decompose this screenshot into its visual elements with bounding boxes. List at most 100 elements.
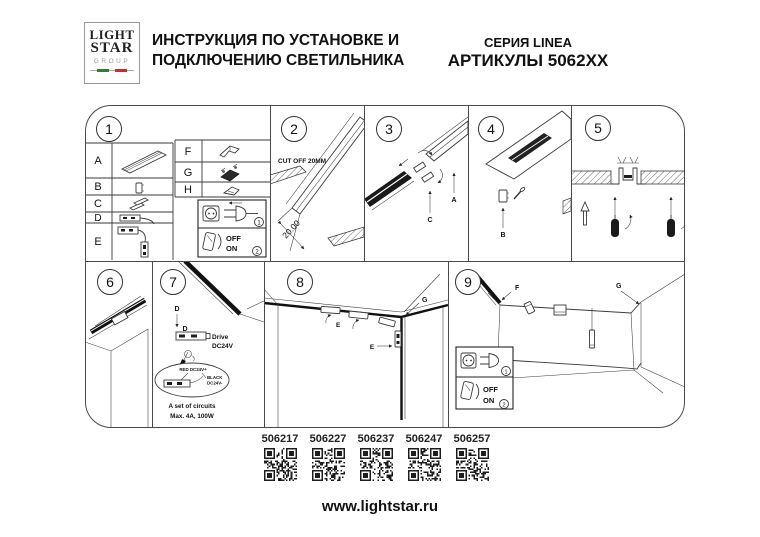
joint-connector-icon	[220, 163, 240, 182]
driver-label-line2: DC24V	[212, 343, 234, 350]
step-number-8: 8	[287, 269, 313, 295]
black-wire-label-line1: BLACK	[207, 375, 223, 380]
switch-icon	[460, 381, 480, 400]
circuits-note-line2: Max. 4A, 100W	[170, 413, 214, 420]
driver-label-line1: Drive	[212, 334, 229, 341]
callout-g2: G	[616, 283, 622, 290]
panel-divider	[448, 262, 449, 427]
switch-on-label: ON	[226, 244, 237, 253]
qr-code	[455, 448, 489, 481]
panel-divider	[86, 261, 684, 262]
plug-icon	[480, 352, 499, 369]
qr-code	[263, 448, 297, 481]
screwdriver-icon	[611, 196, 633, 237]
part-letter-b: B	[94, 181, 101, 193]
end-cap-part	[498, 189, 509, 203]
step-badge-2: 2	[502, 403, 505, 409]
black-wire-label-line2: DC24V-	[207, 381, 223, 386]
part-letter-f: F	[185, 146, 192, 158]
article-item: 506237	[355, 433, 397, 481]
step-badge-2: 2	[255, 250, 259, 256]
article-item: 506257	[451, 433, 493, 481]
article-code: 506227	[309, 433, 347, 445]
series-label: СЕРИЯ LINEA	[483, 35, 573, 50]
callout-e2: E	[370, 344, 375, 351]
panel-divider	[571, 106, 572, 261]
socket-icon	[460, 352, 477, 369]
panel-divider	[264, 262, 265, 427]
connector-pins-icon	[129, 197, 149, 211]
dimension-20mm: 20.00	[277, 207, 305, 252]
insert-arrow-icon	[580, 200, 590, 226]
panel-1-parts-table: A B C D E F G H	[85, 139, 270, 260]
callout-d2: D	[182, 326, 187, 333]
plug-icon	[224, 201, 258, 222]
step-number-5: 5	[585, 115, 611, 141]
diagram-frame	[85, 105, 685, 428]
clip-icon	[222, 186, 240, 196]
logo-text-star: STAR	[90, 40, 134, 56]
panel-5-mounting-diagram	[571, 156, 685, 237]
lightstar-logo: LIGHT STAR GROUP	[84, 22, 140, 84]
panel-divider	[270, 106, 271, 261]
qr-code	[311, 448, 345, 481]
part-letter-g: G	[184, 167, 193, 179]
article-item: 506227	[307, 433, 349, 481]
step-number-6: 6	[97, 269, 123, 295]
screwdriver-icon	[667, 196, 685, 237]
led-strip-piece	[320, 305, 341, 324]
title-line-2: ПОДКЛЮЧЕНИЮ СВЕТИЛЬНИКА	[152, 52, 405, 69]
article-code: 506217	[261, 433, 299, 445]
website-url: www.lightstar.ru	[321, 498, 439, 515]
part-letter-d: D	[94, 213, 101, 224]
pendant-lamp-icon	[589, 308, 595, 349]
step-number-2: 2	[281, 116, 307, 142]
callout-a: A	[451, 197, 456, 204]
panel-3-join-diagram: A C	[364, 116, 468, 224]
part-letter-a: A	[94, 155, 102, 167]
article-qr-list: 506217 506227 506237 506247 506257	[259, 433, 493, 481]
socket-icon	[202, 205, 220, 222]
panel-4-endcap-diagram: B	[485, 110, 571, 239]
callout-c: C	[427, 217, 432, 224]
qr-code	[359, 448, 393, 481]
panel-6-ceiling-profile	[85, 295, 149, 428]
panel-divider	[468, 106, 469, 261]
panel-2-cut-diagram: CUT OFF 20MM 20.00	[270, 112, 364, 252]
recessed-profile-section	[611, 156, 645, 185]
ceiling-box-icon	[553, 304, 567, 316]
panel-divider	[152, 262, 153, 427]
title-line-1: ИНСТРУКЦИЯ ПО УСТАНОВКЕ И	[152, 32, 400, 49]
articles-label: АРТИКУЛЫ 5062XX	[447, 51, 609, 70]
step-badge-1: 1	[257, 221, 261, 227]
callout-b: B	[500, 232, 505, 239]
red-wire-label: RED DC24V+	[179, 367, 207, 372]
part-letter-c: C	[94, 198, 102, 210]
dimension-value: 20.00	[280, 218, 302, 241]
led-strip-piece	[378, 316, 402, 348]
logo-text-group: GROUP	[93, 58, 131, 65]
wiring-magnifier: RED DC24V+ BLACK DC24V-	[154, 362, 230, 398]
cut-off-label: CUT OFF 20MM	[278, 158, 326, 165]
switch-on-label: ON	[483, 396, 494, 405]
article-code: 506237	[357, 433, 395, 445]
callout-f: F	[515, 285, 520, 292]
step-badge-1: 1	[504, 370, 507, 376]
part-letter-h: H	[184, 184, 192, 196]
panel-7-driver-diagram: D D Drive DC24V RED DC24V+ BLACK DC24V- …	[154, 261, 264, 420]
power-steps-box: 1 OFF ON 2	[455, 346, 514, 410]
callout-d: D	[174, 306, 179, 313]
corner-bracket-icon	[219, 145, 240, 158]
spotlight-icon	[523, 301, 535, 315]
connector-pieces	[398, 150, 443, 184]
logo-text-light: LIGHT	[89, 27, 135, 42]
article-item: 506247	[403, 433, 445, 481]
callout-g: G	[422, 297, 428, 304]
qr-code	[407, 448, 441, 481]
panel-divider	[364, 106, 365, 261]
panel-9-room-view: F G	[455, 273, 685, 410]
step-number-1: 1	[96, 116, 122, 142]
page-title: ИНСТРУКЦИЯ ПО УСТАНОВКЕ И ПОДКЛЮЧЕНИЮ СВ…	[152, 31, 462, 71]
part-letter-e: E	[94, 236, 101, 248]
